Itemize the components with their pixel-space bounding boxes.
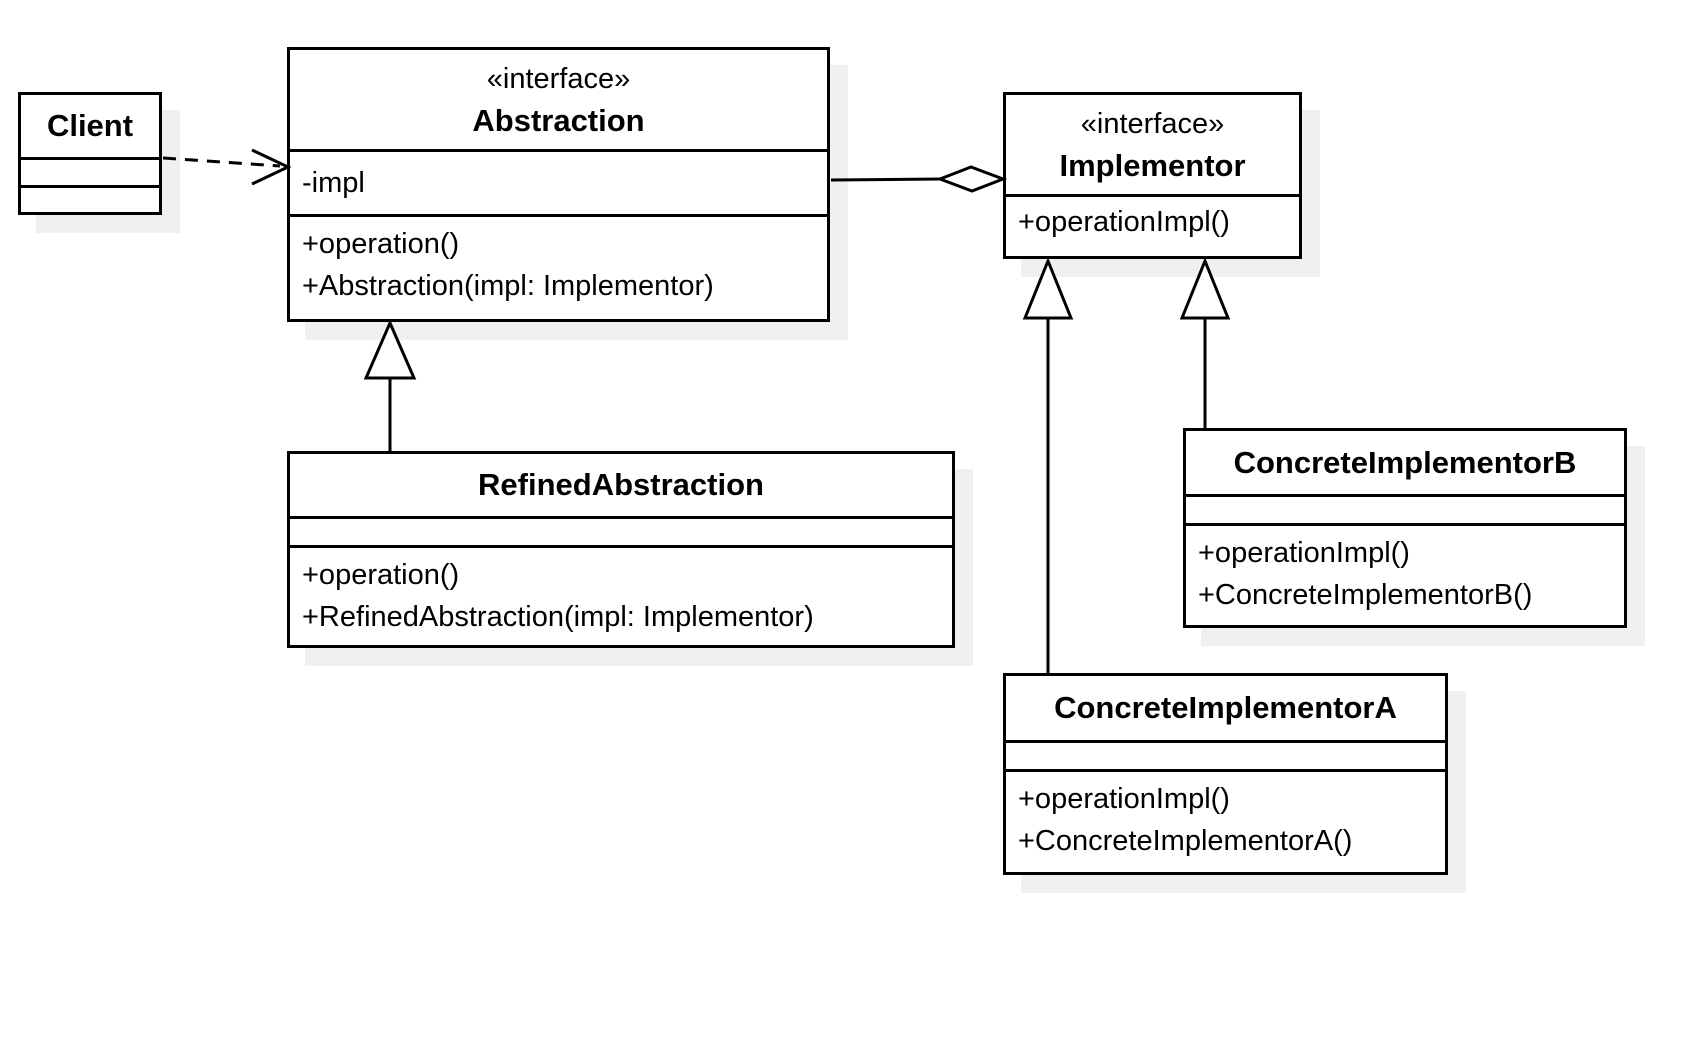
concrete-implementor-a-constructor: +ConcreteImplementorA() <box>1018 825 1353 857</box>
class-box-implementor[interactable]: «interface» Implementor +operationImpl() <box>1003 92 1302 259</box>
generalization-connector-refined-abstraction-to-abstraction <box>363 319 417 452</box>
abstraction-stereotype: «interface» <box>486 62 631 95</box>
implementor-title-compartment: «interface» Implementor <box>1006 95 1299 197</box>
client-class-name: Client <box>46 108 134 143</box>
concrete-implementor-b-constructor: +ConcreteImplementorB() <box>1198 579 1533 611</box>
abstraction-title-compartment: «interface» Abstraction <box>290 50 827 152</box>
client-attributes-compartment <box>21 160 159 188</box>
class-box-client[interactable]: Client <box>18 92 162 215</box>
abstraction-attributes-compartment: -impl <box>290 152 827 217</box>
class-box-abstraction[interactable]: «interface» Abstraction -impl +operation… <box>287 47 830 322</box>
concrete-implementor-b-title-compartment: ConcreteImplementorB <box>1186 431 1624 497</box>
abstraction-operations-compartment: +operation() +Abstraction(impl: Implemen… <box>290 217 827 319</box>
refined-abstraction-operations-compartment: +operation() +RefinedAbstraction(impl: I… <box>290 548 952 645</box>
concrete-implementor-b-attributes-compartment <box>1186 497 1624 526</box>
refined-abstraction-constructor: +RefinedAbstraction(impl: Implementor) <box>302 601 814 633</box>
class-box-concrete-implementor-a[interactable]: ConcreteImplementorA +operationImpl() +C… <box>1003 673 1448 875</box>
implementor-class-name: Implementor <box>1059 147 1246 183</box>
refined-abstraction-attributes-compartment <box>290 519 952 548</box>
implementor-operations-compartment: +operationImpl() <box>1006 197 1299 256</box>
abstraction-operation: +operation() <box>302 228 460 260</box>
implementor-operation: +operationImpl() <box>1018 206 1230 238</box>
concrete-implementor-a-attributes-compartment <box>1006 743 1445 772</box>
class-box-concrete-implementor-b[interactable]: ConcreteImplementorB +operationImpl() +C… <box>1183 428 1627 628</box>
client-title-compartment: Client <box>21 95 159 160</box>
class-box-refined-abstraction[interactable]: RefinedAbstraction +operation() +Refined… <box>287 451 955 648</box>
dependency-arrow-client-to-abstraction <box>162 148 292 186</box>
concrete-implementor-b-operations-compartment: +operationImpl() +ConcreteImplementorB() <box>1186 526 1624 625</box>
refined-abstraction-class-name: RefinedAbstraction <box>478 467 764 502</box>
abstraction-attribute: -impl <box>302 167 365 199</box>
concrete-implementor-b-class-name: ConcreteImplementorB <box>1233 444 1577 480</box>
refined-abstraction-operation: +operation() <box>302 559 460 591</box>
concrete-implementor-a-operations-compartment: +operationImpl() +ConcreteImplementorA() <box>1006 772 1445 872</box>
concrete-implementor-a-class-name: ConcreteImplementorA <box>1054 690 1397 725</box>
generalization-connector-concrete-implementor-a-to-implementor <box>1022 256 1074 674</box>
abstraction-class-name: Abstraction <box>472 102 645 138</box>
refined-abstraction-title-compartment: RefinedAbstraction <box>290 454 952 519</box>
abstraction-constructor: +Abstraction(impl: Implementor) <box>302 270 714 302</box>
concrete-implementor-b-operation: +operationImpl() <box>1198 537 1410 569</box>
client-operations-compartment <box>21 188 159 212</box>
concrete-implementor-a-operation: +operationImpl() <box>1018 783 1230 815</box>
implementor-stereotype: «interface» <box>1080 107 1225 140</box>
aggregation-connector-abstraction-to-implementor <box>830 165 1008 193</box>
generalization-connector-concrete-implementor-b-to-implementor <box>1179 256 1231 430</box>
concrete-implementor-a-title-compartment: ConcreteImplementorA <box>1006 676 1445 743</box>
